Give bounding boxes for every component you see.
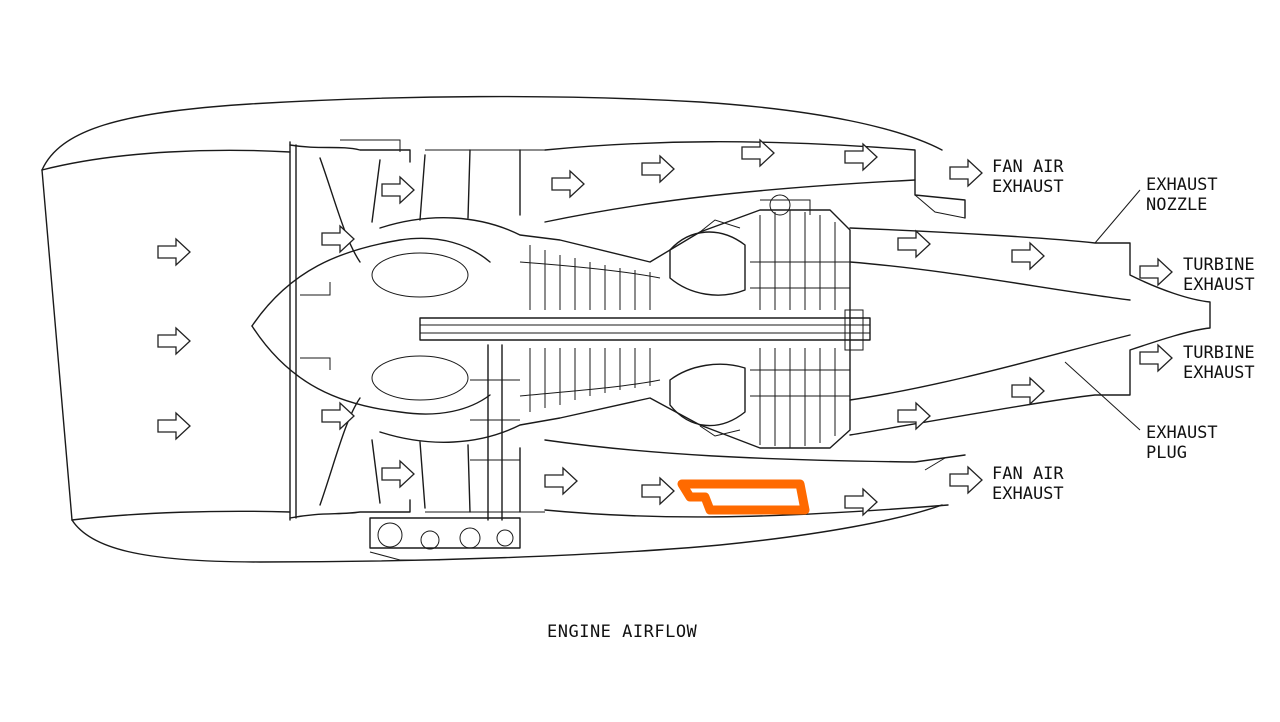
spinner [251,237,491,415]
labels: FAN AIR EXHAUST EXHAUST NOZZLE TURBINE E… [547,157,1265,642]
label-turbine-exhaust-bottom: TURBINE EXHAUST [1183,343,1265,383]
flow-arrows [157,138,1173,517]
combustor [669,219,746,437]
hollow-right-arrow-icon [949,158,983,188]
hollow-right-arrow-icon [551,169,585,199]
hollow-right-arrow-icon [157,411,191,441]
highlight-marker [677,479,810,515]
hollow-right-arrow-icon [897,229,931,259]
hollow-right-arrow-icon [381,175,415,205]
leader-lines [1064,189,1141,431]
compressor-stages [519,245,661,412]
hollow-right-arrow-icon [897,401,931,431]
core-engine [379,194,871,449]
label-exhaust-nozzle: EXHAUST NOZZLE [1146,175,1228,215]
hollow-right-arrow-icon [741,138,775,168]
nacelle [41,95,943,563]
label-exhaust-plug: EXHAUST PLUG [1146,423,1228,463]
hollow-right-arrow-icon [641,476,675,506]
hollow-right-arrow-icon [1011,241,1045,271]
accessory-gearbox [369,344,521,561]
fan-duct [544,141,966,518]
hollow-right-arrow-icon [1139,257,1173,287]
hollow-right-arrow-icon [1139,343,1173,373]
hollow-right-arrow-icon [321,401,355,431]
hollow-right-arrow-icon [157,237,191,267]
label-fan-air-exhaust-top: FAN AIR EXHAUST [992,157,1074,197]
hollow-right-arrow-icon [157,326,191,356]
turbine-stages [750,194,864,448]
hollow-right-arrow-icon [641,154,675,184]
hollow-right-arrow-icon [321,224,355,254]
label-turbine-exhaust-top: TURBINE EXHAUST [1183,255,1265,295]
core-nozzle [849,227,1211,436]
diagram-caption: ENGINE AIRFLOW [547,622,698,642]
label-fan-air-exhaust-bottom: FAN AIR EXHAUST [992,464,1074,504]
hollow-right-arrow-icon [381,459,415,489]
hollow-right-arrow-icon [844,487,878,517]
hollow-right-arrow-icon [949,465,983,495]
hollow-right-arrow-icon [844,142,878,172]
hollow-right-arrow-icon [1011,376,1045,406]
fan-section [289,139,545,521]
hollow-right-arrow-icon [544,466,578,496]
